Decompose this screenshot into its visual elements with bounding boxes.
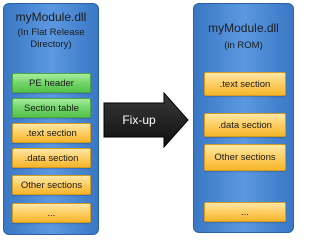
right-section-other: Other sections (204, 144, 286, 171)
fix-up-arrow (103, 92, 189, 148)
right-section-ellipsis: ... (204, 202, 286, 222)
left-module-title: myModule.dll (15, 10, 87, 24)
left-module-container: myModule.dll (In Flat Release Directory)… (3, 3, 99, 235)
right-section-data: .data section (204, 113, 286, 137)
left-section-text: .text section (12, 123, 91, 143)
right-module-title: myModule.dll (208, 21, 279, 35)
left-section-ellipsis: ... (12, 203, 91, 223)
right-module-container: myModule.dll (in ROM) .text section .dat… (193, 3, 294, 233)
left-section-pe-header: PE header (12, 73, 91, 93)
left-section-data: .data section (12, 148, 91, 168)
left-section-section-table: Section table (12, 98, 91, 118)
fix-up-label: Fix-up (122, 113, 156, 127)
right-module-subtitle: (in ROM) (224, 40, 263, 51)
left-module-subtitle-line1: (In Flat Release (17, 27, 85, 38)
right-section-text: .text section (204, 72, 286, 96)
left-section-other: Other sections (12, 175, 91, 195)
left-module-subtitle-line2: Directory) (30, 39, 72, 50)
